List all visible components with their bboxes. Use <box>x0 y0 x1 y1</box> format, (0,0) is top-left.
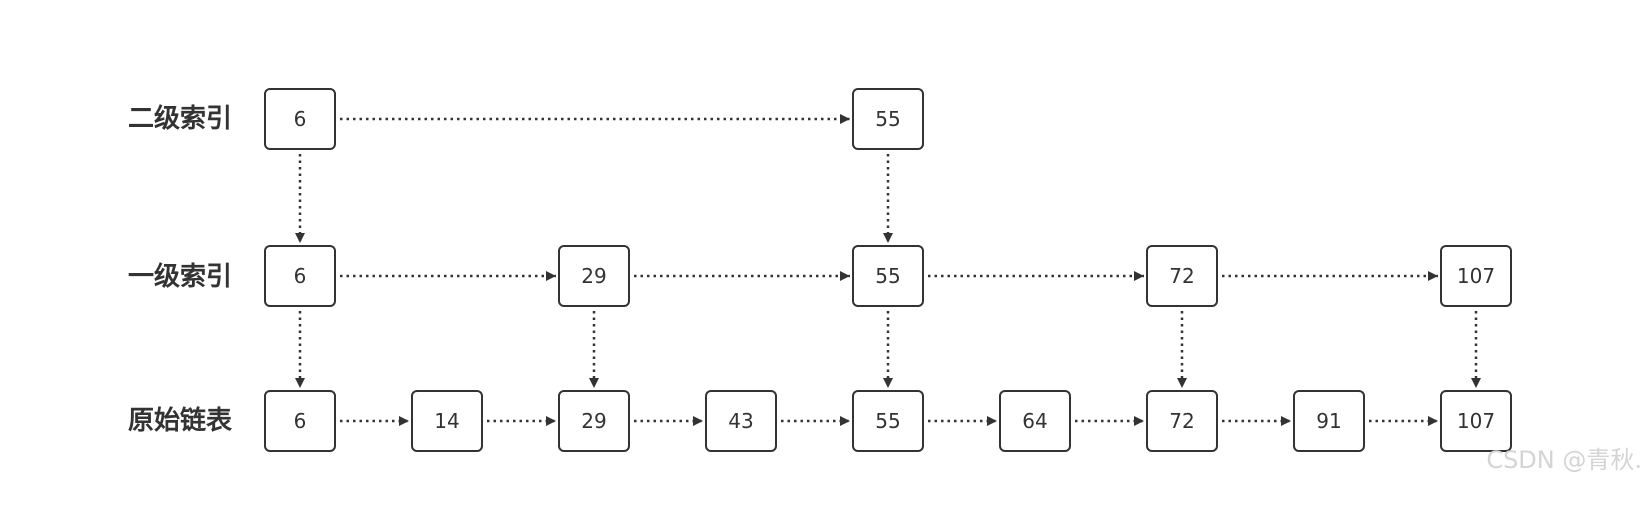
level-label-secondary-index: 二级索引 <box>128 104 233 134</box>
base-list-node-14: 14 <box>411 390 483 452</box>
base-list-node-91: 91 <box>1293 390 1365 452</box>
base-list-node-64: 64 <box>999 390 1071 452</box>
base-list-node-107: 107 <box>1440 390 1512 452</box>
secondary-index-node-6: 6 <box>264 88 336 150</box>
base-list-node-43: 43 <box>705 390 777 452</box>
primary-index-node-29: 29 <box>558 245 630 307</box>
level-label-base-list: 原始链表 <box>128 406 233 436</box>
primary-index-node-72: 72 <box>1146 245 1218 307</box>
primary-index-node-107: 107 <box>1440 245 1512 307</box>
primary-index-node-55: 55 <box>852 245 924 307</box>
base-list-node-72: 72 <box>1146 390 1218 452</box>
secondary-index-node-55: 55 <box>852 88 924 150</box>
base-list-node-6: 6 <box>264 390 336 452</box>
level-label-primary-index: 一级索引 <box>128 262 233 292</box>
csdn-watermark: CSDN @青秋. <box>1486 446 1642 474</box>
base-list-node-55: 55 <box>852 390 924 452</box>
base-list-node-29: 29 <box>558 390 630 452</box>
primary-index-node-6: 6 <box>264 245 336 307</box>
